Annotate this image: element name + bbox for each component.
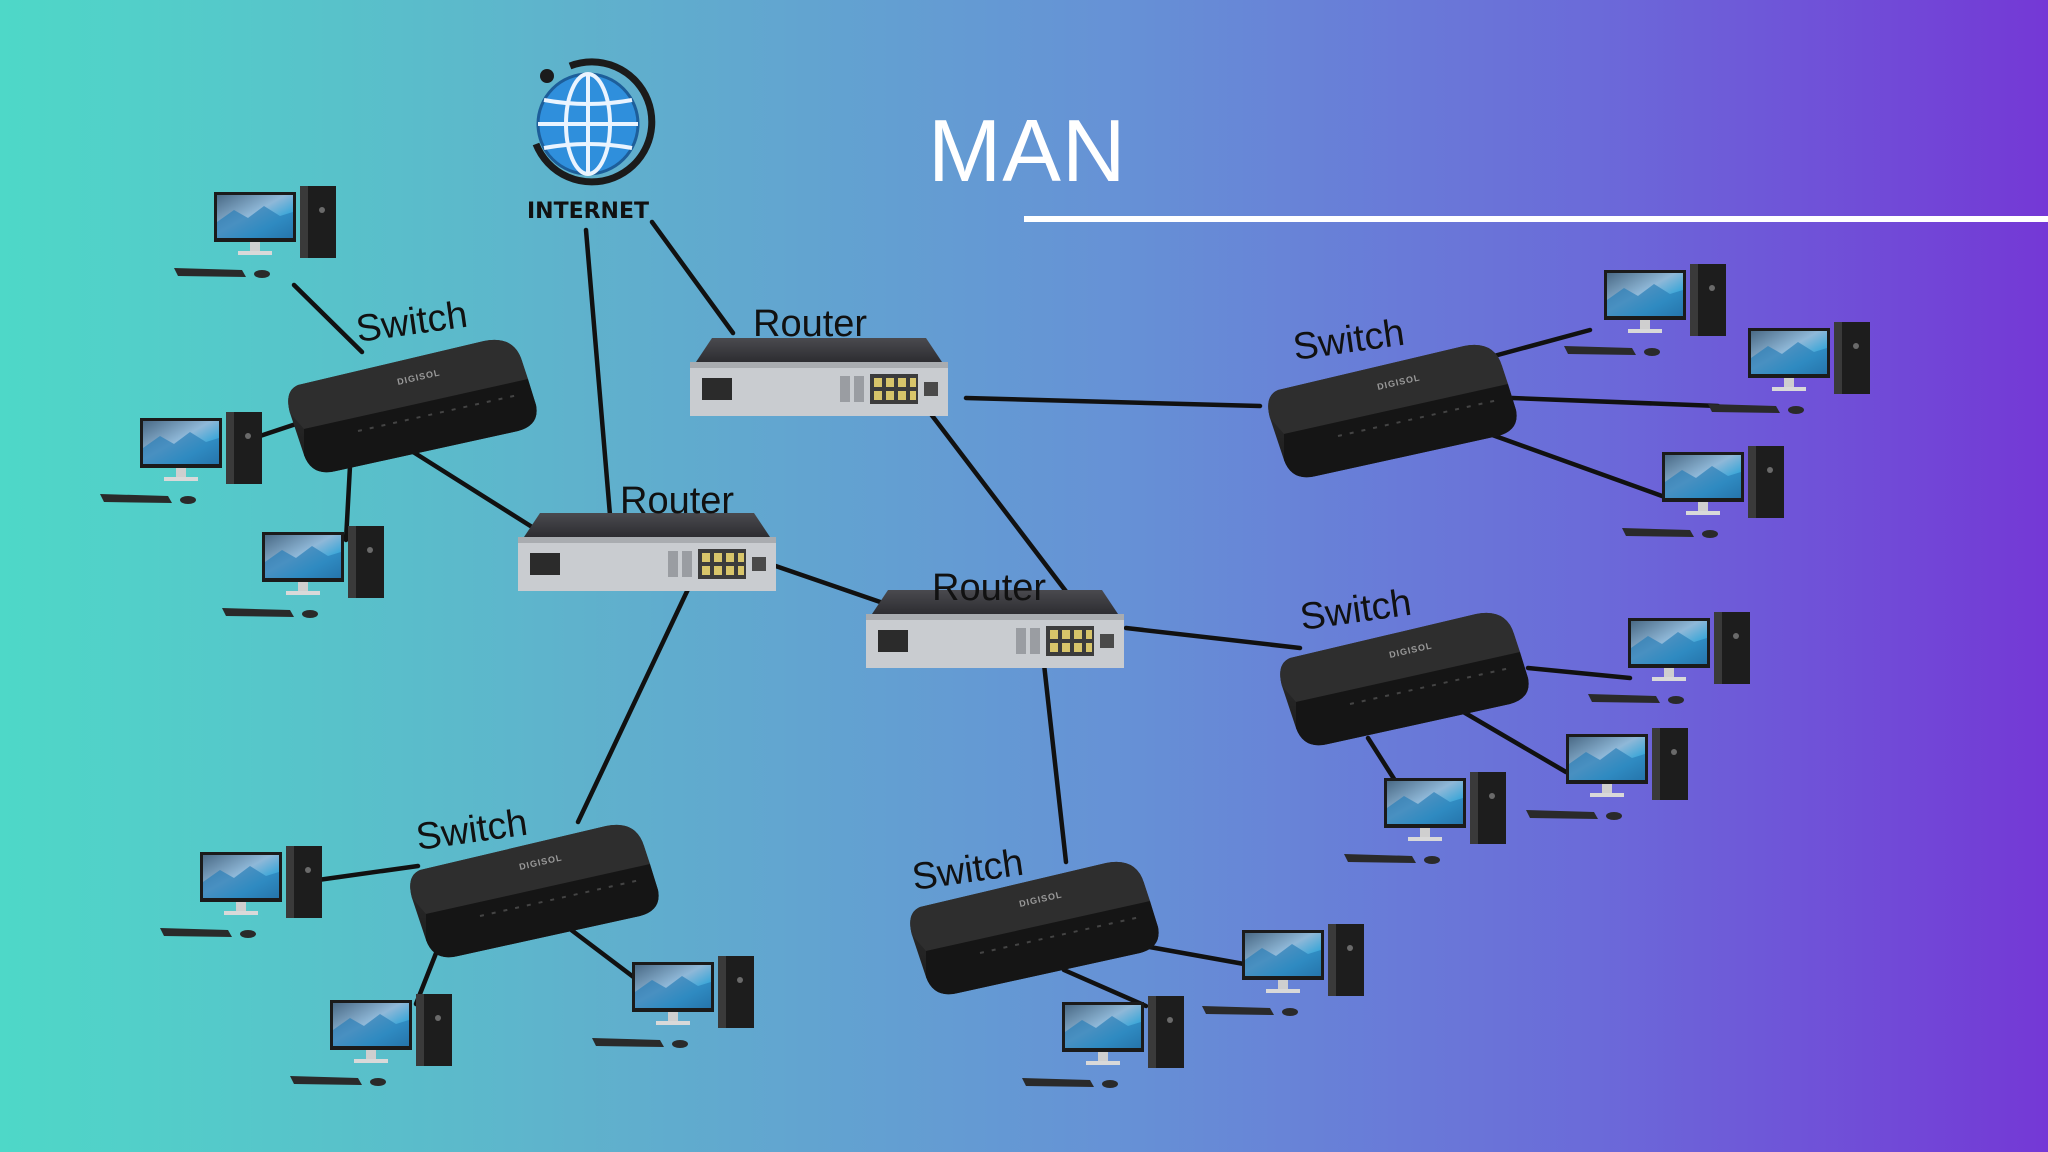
router-icon xyxy=(518,513,776,591)
router-label: Router xyxy=(932,567,1046,609)
link-r3-s4 xyxy=(1123,625,1303,651)
desktop-computer-icon xyxy=(1564,264,1726,356)
desktop-computer-icon xyxy=(1526,728,1688,820)
cable-s4-pc-11 xyxy=(1457,707,1569,775)
link-r1-s2 xyxy=(575,582,693,825)
switch-icon: DIGISOL xyxy=(409,823,660,959)
switch-icon: DIGISOL xyxy=(1267,343,1518,479)
internet-node: INTERNET xyxy=(527,58,656,224)
router-3: Router xyxy=(866,567,1124,668)
switch-label: Switch xyxy=(353,294,470,351)
switch-icon: DIGISOL xyxy=(909,860,1160,996)
router-label: Router xyxy=(753,303,867,345)
switch-label: Switch xyxy=(1297,582,1414,639)
router-2: Router xyxy=(690,303,948,416)
router-icon xyxy=(690,338,948,416)
cable-s3-pc-8 xyxy=(1509,395,1721,409)
link-internet-r1 xyxy=(583,227,613,518)
link-r1-s1 xyxy=(407,447,543,535)
desktop-computer-icon xyxy=(1022,996,1184,1088)
cable-s1-pc-1 xyxy=(291,282,365,355)
cable-s5-pc-13 xyxy=(1141,943,1247,967)
link-internet-r2 xyxy=(649,219,736,336)
desktop-computer-icon xyxy=(1202,924,1364,1016)
page-title: MAN xyxy=(928,101,1127,200)
cable-s2-pc-4 xyxy=(315,863,421,883)
internet-label: INTERNET xyxy=(527,199,649,224)
router-label: Router xyxy=(620,480,734,522)
switch-icon: DIGISOL xyxy=(1279,611,1530,747)
link-r3-s5 xyxy=(1041,661,1069,865)
title-underline xyxy=(1024,216,2048,222)
cable-s3-pc-9 xyxy=(1481,429,1665,499)
cable-s4-pc-10 xyxy=(1525,665,1633,681)
switch-icon: DIGISOL xyxy=(287,338,538,474)
globe-icon xyxy=(532,58,656,186)
router-1: Router xyxy=(518,480,776,591)
cable-s4-pc-12 xyxy=(1365,735,1399,785)
link-r2-s3 xyxy=(963,395,1263,409)
desktop-computer-icon xyxy=(222,526,384,618)
desktop-computer-icon xyxy=(100,412,262,504)
cable-s5-pc-14 xyxy=(1061,967,1149,1009)
desktop-computer-icon xyxy=(160,846,322,938)
cable-s3-pc-7 xyxy=(1491,327,1593,359)
desktop-computer-icon xyxy=(592,956,754,1048)
link-r1-r3 xyxy=(761,559,889,607)
desktop-computer-icon xyxy=(1588,612,1750,704)
link-r2-r3 xyxy=(921,402,1071,597)
desktop-computer-icon xyxy=(290,994,452,1086)
cable-s1-pc-3 xyxy=(343,463,353,543)
switch-label: Switch xyxy=(1290,312,1407,369)
desktop-computer-icon xyxy=(1344,772,1506,864)
desktop-computer-icon xyxy=(174,186,336,278)
desktop-computer-icon xyxy=(1708,322,1870,414)
